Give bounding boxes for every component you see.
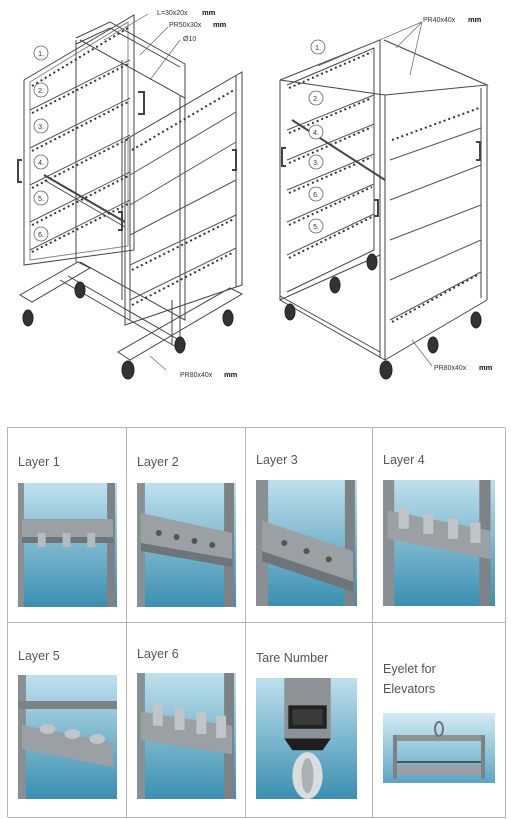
left-base-unit: mm (224, 370, 238, 379)
left-dim-3: Ø10 (183, 36, 196, 43)
layer-3-cell: Layer 3 (246, 428, 373, 623)
left-layer-number-4: 4. (38, 160, 44, 167)
right-layer-number-5: 5. (313, 224, 319, 231)
layer-5-cell: Layer 5 (8, 623, 127, 818)
svg-text:PR50x30x: PR50x30x (169, 22, 202, 29)
svg-text:Ø10: Ø10 (183, 36, 196, 43)
eyelet-cell: Eyelet for Elevators (373, 623, 506, 818)
svg-text:mm: mm (468, 15, 482, 24)
layer-6-photo (137, 673, 236, 799)
layer-4-photo (383, 480, 495, 606)
layer-1-label: Layer 1 (18, 455, 60, 469)
eyelet-label: Eyelet for Elevators (383, 662, 436, 696)
layer-2-photo (137, 483, 236, 607)
right-layer-markers: 1. 2. 4. 3. 6. 5. (308, 39, 326, 234)
svg-text:mm: mm (479, 363, 493, 372)
layer-2-label: Layer 2 (137, 455, 179, 469)
rack-drawing: L=30x20x mm PR50x30x mm Ø10 PR80x40x mm … (0, 0, 511, 400)
svg-text:L=30x20x: L=30x20x (157, 10, 188, 17)
layer-1-photo (18, 483, 117, 607)
right-base-dim: PR80x40x (434, 365, 467, 372)
left-layer-number-6: 6. (38, 232, 44, 239)
left-layer-number-3: 3. (38, 124, 44, 131)
eyelet-photo (383, 713, 495, 783)
svg-text:PR40x40x: PR40x40x (423, 17, 456, 24)
left-base-dim: PR80x40x (180, 372, 213, 379)
left-layer-number-1: 1. (38, 51, 44, 58)
left-dim-1-unit: mm (202, 8, 216, 17)
right-base-unit: mm (479, 363, 493, 372)
layer-4-cell: Layer 4 (373, 428, 506, 623)
layer-6-cell: Layer 6 (127, 623, 246, 818)
right-layer-number-1: 1. (315, 45, 321, 52)
svg-text:PR80x40x: PR80x40x (180, 372, 213, 379)
tare-number-cell: Tare Number (246, 623, 373, 818)
right-layer-number-6: 6. (313, 192, 319, 199)
rack-drawing-svg: L=30x20x mm PR50x30x mm Ø10 PR80x40x mm … (17, 8, 493, 380)
layer-5-photo (18, 675, 117, 799)
left-layer-number-2: 2. (38, 88, 44, 95)
layer-4-label: Layer 4 (383, 453, 425, 467)
left-dim-2: PR50x30x (169, 22, 202, 29)
layer-3-photo (256, 480, 357, 606)
layer-3-label: Layer 3 (256, 453, 298, 467)
left-dim-2-unit: mm (213, 20, 227, 29)
right-dim-1: PR40x40x (423, 17, 456, 24)
svg-text:PR80x40x: PR80x40x (434, 365, 467, 372)
right-dim-1-unit: mm (468, 15, 482, 24)
layer-2-cell: Layer 2 (127, 428, 246, 623)
layer-photo-grid: Layer 1 Layer 2 (7, 427, 506, 818)
right-layer-number-3: 3. (313, 160, 319, 167)
tare-number-photo (256, 678, 357, 799)
layer-6-label: Layer 6 (137, 647, 179, 661)
svg-text:mm: mm (224, 370, 238, 379)
left-dim-1: L=30x20x (157, 10, 188, 17)
left-layer-number-5: 5. (38, 196, 44, 203)
svg-text:mm: mm (202, 8, 216, 17)
layer-5-label: Layer 5 (18, 649, 60, 663)
right-layer-number-4: 4. (313, 130, 319, 137)
tare-number-label: Tare Number (256, 651, 329, 665)
right-layer-number-2: 2. (313, 96, 319, 103)
svg-text:mm: mm (213, 20, 227, 29)
left-layer-markers: 1. 2. 3. 4. 5. 6. (33, 45, 49, 242)
layer-1-cell: Layer 1 (8, 428, 127, 623)
